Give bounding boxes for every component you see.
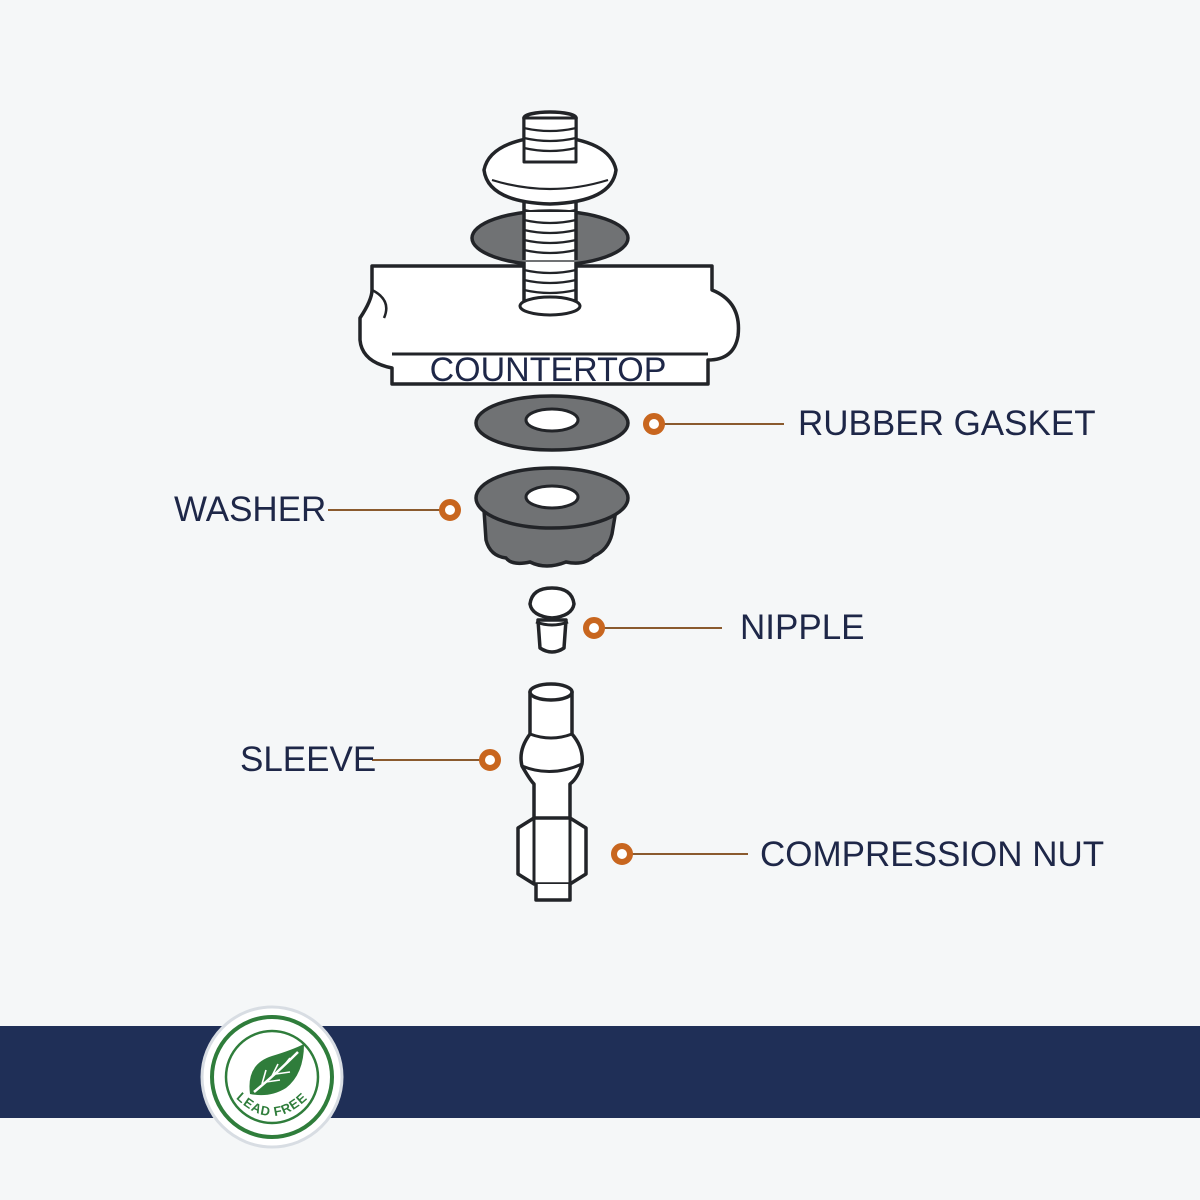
leaf-icon bbox=[249, 1044, 304, 1096]
nipple-callout: NIPPLE bbox=[583, 608, 865, 647]
compression-nut-callout: COMPRESSION NUT bbox=[611, 835, 1104, 874]
sleeve-part bbox=[519, 682, 585, 828]
rubber-gasket-part bbox=[474, 394, 630, 452]
washer-callout: WASHER bbox=[174, 490, 461, 529]
compression-nut-label: COMPRESSION NUT bbox=[760, 835, 1104, 874]
washer-label: WASHER bbox=[174, 490, 326, 529]
sleeve-label: SLEEVE bbox=[240, 740, 376, 779]
washer-part bbox=[474, 466, 630, 568]
rubber-gasket-callout: RUBBER GASKET bbox=[643, 404, 1096, 443]
nipple-label: NIPPLE bbox=[740, 608, 865, 647]
nipple-part bbox=[528, 586, 576, 654]
lead-free-badge: LEAD FREE bbox=[200, 1005, 344, 1149]
bottom-band bbox=[0, 1026, 1200, 1118]
countertop-slab: COUNTERTOP bbox=[358, 262, 741, 389]
rubber-gasket-label: RUBBER GASKET bbox=[798, 404, 1096, 443]
countertop-label: COUNTERTOP bbox=[430, 351, 667, 389]
sleeve-callout: SLEEVE bbox=[240, 740, 501, 779]
compression-nut-part bbox=[516, 816, 588, 902]
